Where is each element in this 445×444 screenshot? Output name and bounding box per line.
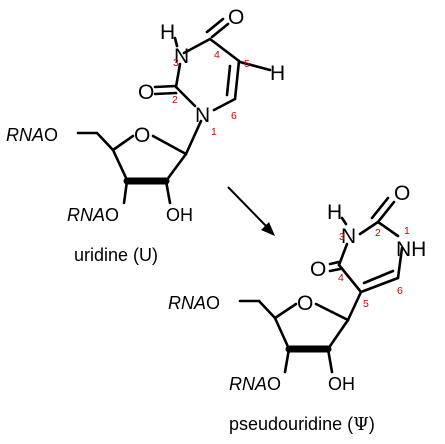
p-bond-c3p-o3p xyxy=(283,347,291,374)
p-num-1: 1 xyxy=(404,225,410,237)
u-num-3: 3 xyxy=(173,57,179,69)
p-bond-c4p-o4p xyxy=(273,302,298,320)
u-bond-c5-h xyxy=(238,60,272,72)
u-bond-c2-o2-b xyxy=(153,91,178,96)
pseudouridine-structure: H O N NH O O OH RNAO RNAO 2 3 1 4 5 6 ps… xyxy=(168,182,426,435)
uridine-caption: uridine (U) xyxy=(74,245,158,265)
u-bond-c4p-c5p xyxy=(95,131,115,152)
p-atom-n3: N xyxy=(341,225,356,248)
p-bond-c2p-oh xyxy=(326,347,334,374)
u-bond-n3-c4 xyxy=(182,37,212,55)
p-bond-c4-o4-b xyxy=(328,267,342,273)
u-bond-o4p-c1p xyxy=(151,134,188,156)
p-bond-c4-n3 xyxy=(337,242,349,267)
u-atom-oh: OH xyxy=(166,205,193,225)
p-group-rna5: RNAO xyxy=(168,293,220,313)
p-bond-c6-c5-inner xyxy=(362,269,395,285)
p-bond-c6-c5 xyxy=(359,276,400,294)
u-bond-c2-o2-a xyxy=(153,84,178,89)
u-bond-n3-h xyxy=(173,36,179,48)
u-atom-ring-o: O xyxy=(134,124,150,147)
u-num-5: 5 xyxy=(244,58,250,70)
p-atom-nh: NH xyxy=(396,238,426,261)
u-bond-c2p-oh xyxy=(164,179,172,205)
u-bond-c4-o4-a xyxy=(210,22,230,39)
p-atom-o2: O xyxy=(394,182,410,205)
p-bond-n1-c6 xyxy=(396,246,404,280)
p-bond-c1p-c2p xyxy=(326,318,350,351)
p-bond-n3-c2 xyxy=(358,220,380,236)
u-atom-h3: H xyxy=(160,21,175,44)
u-bond-c1p-c2p xyxy=(164,152,188,183)
u-bond-n1-c2 xyxy=(174,85,197,108)
p-num-2: 2 xyxy=(375,227,381,239)
u-num-4: 4 xyxy=(214,49,220,61)
p-atom-o4: O xyxy=(310,258,326,281)
p-num-6: 6 xyxy=(397,285,403,297)
u-num-1: 1 xyxy=(211,126,217,138)
u-bond-c5-c6 xyxy=(233,59,241,101)
u-bond-c4-c5 xyxy=(208,37,241,63)
isomerization-arrow xyxy=(227,186,275,236)
u-num-2: 2 xyxy=(172,94,178,106)
u-bond-c6-n1 xyxy=(212,97,237,112)
p-bond-c2-n1 xyxy=(376,220,400,238)
u-bond-c2-n3 xyxy=(174,62,182,89)
u-atom-o2: O xyxy=(138,81,154,104)
u-bond-c3p-o3p xyxy=(122,179,129,205)
p-atom-oh: OH xyxy=(328,374,355,394)
p-bond-o4p-c1p xyxy=(314,302,350,322)
p-bond-c2-o2-a xyxy=(376,200,396,224)
u-atom-h5: H xyxy=(270,62,285,85)
p-bond-c5-c4 xyxy=(337,263,363,294)
pseudouridine-caption: pseudouridine (Ψ) xyxy=(229,414,375,435)
u-num-6: 6 xyxy=(231,110,237,122)
uridine-structure: O N H O N H O OH RNAO RNAO 4 3 5 2 1 6 u… xyxy=(6,6,285,265)
p-group-rna3: RNAO xyxy=(229,374,281,394)
p-bond-c4p-c5p xyxy=(257,299,277,320)
p-atom-ring-o: O xyxy=(297,292,313,315)
p-num-4: 4 xyxy=(338,272,344,284)
u-bond-c4-o4-b xyxy=(205,17,225,34)
u-atom-o4: O xyxy=(228,6,244,29)
u-bond-c4p-o4p xyxy=(111,134,135,152)
p-bond-c4p-c3p xyxy=(273,316,291,351)
u-atom-n3: N xyxy=(174,45,189,68)
p-bond-n3-h xyxy=(340,216,348,226)
u-group-rna3: RNAO xyxy=(67,205,119,225)
u-bond-c4p-c3p xyxy=(111,148,129,182)
p-bond-c4-o4-a xyxy=(328,260,341,266)
p-atom-h3: H xyxy=(327,201,342,224)
p-bond-c5-c1p xyxy=(346,290,363,322)
p-bond-c2-o2-b xyxy=(370,196,390,220)
p-num-3: 3 xyxy=(339,231,345,243)
u-group-rna5: RNAO xyxy=(6,125,58,145)
u-bond-n1-c1p xyxy=(184,119,203,156)
u-atom-n1: N xyxy=(195,104,210,127)
u-bond-c5-c6-inner xyxy=(225,64,232,97)
p-num-5: 5 xyxy=(363,298,369,310)
